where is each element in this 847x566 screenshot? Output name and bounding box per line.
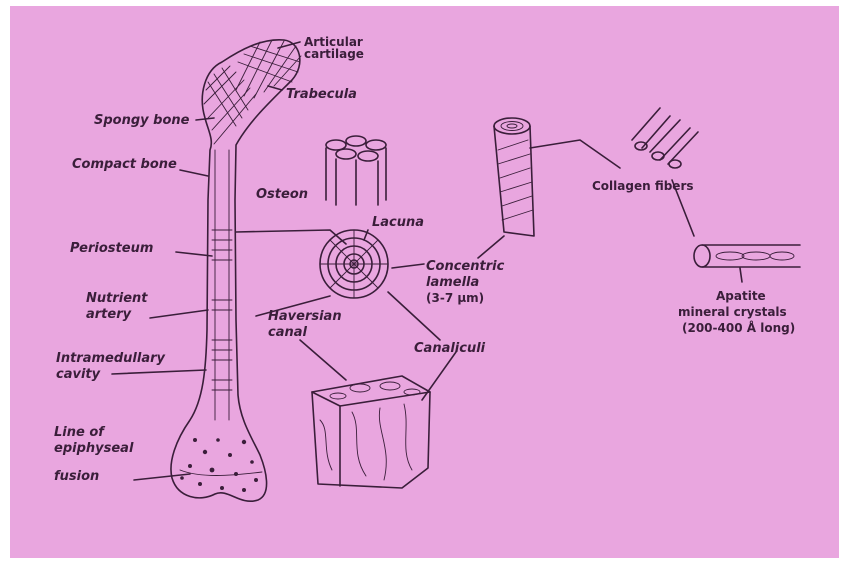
label-line-of: Line of (54, 425, 106, 440)
label-lamella: lamella (426, 275, 479, 290)
label-crystal-length: (200-400 Å long) (682, 320, 795, 335)
label-haversian: Haversian (268, 309, 342, 324)
label-epiphyseal: epiphyseal (54, 441, 134, 456)
label-spongy-bone: Spongy bone (94, 113, 190, 128)
osteon-cross-section (320, 230, 388, 298)
label-compact-bone: Compact bone (72, 157, 177, 172)
label-collagen-fibers: Collagen fibers (592, 179, 694, 193)
label-concentric: Concentric (426, 259, 505, 274)
label-canaliculi: Canaliculi (414, 341, 486, 356)
label-trabecula: Trabecula (286, 87, 357, 102)
label-cavity: cavity (56, 367, 101, 382)
label-intramedullary: Intramedullary (56, 351, 166, 366)
label-lamella-size: (3-7 µm) (426, 291, 484, 305)
slide-background (10, 6, 839, 558)
label-periosteum: Periosteum (70, 241, 153, 256)
label-artery: artery (86, 307, 132, 322)
label-fusion: fusion (54, 469, 99, 484)
label-nutrient: Nutrient (86, 291, 148, 306)
label-canal: canal (268, 325, 308, 340)
label-apatite: Apatite (716, 289, 766, 303)
label-osteon: Osteon (256, 187, 308, 202)
label-cartilage: cartilage (304, 47, 364, 61)
label-mineral-crystals: mineral crystals (678, 305, 787, 319)
label-lacuna: Lacuna (372, 215, 424, 230)
